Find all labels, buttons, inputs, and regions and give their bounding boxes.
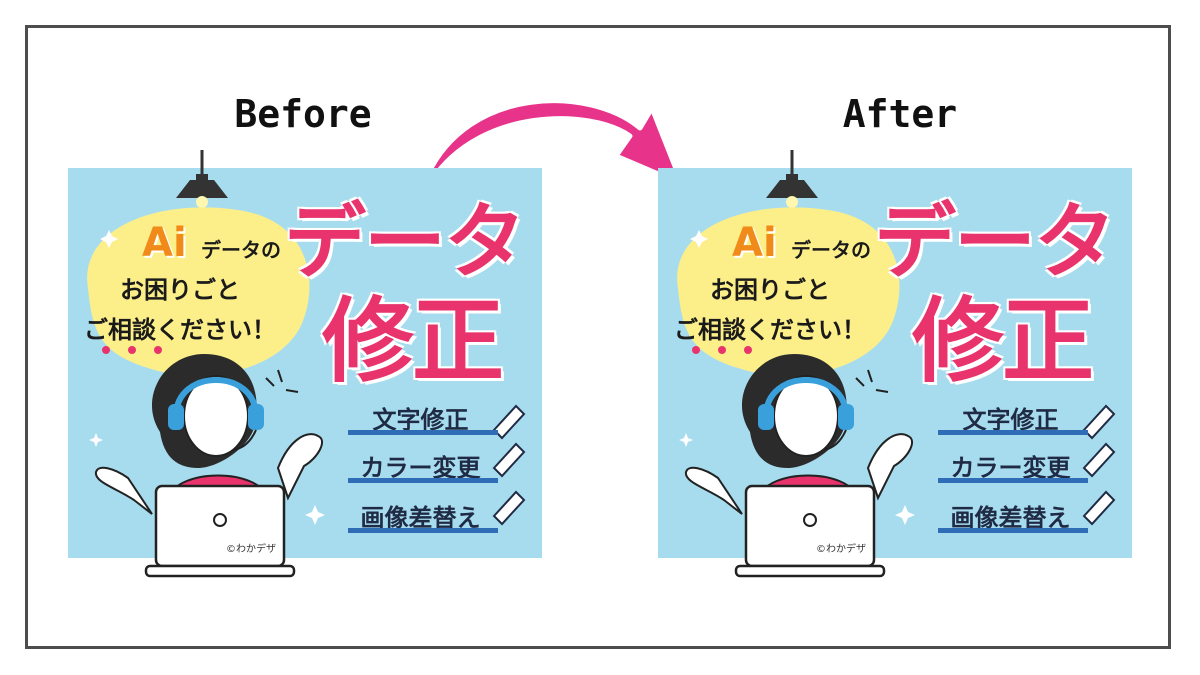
before-heading: Before xyxy=(234,92,372,136)
bubble-line-1: お困りごと xyxy=(120,276,240,304)
credit-text: ©わかデザ xyxy=(226,544,276,555)
credit-text: ©わかデザ xyxy=(816,544,866,555)
title-line-2: 修正 xyxy=(321,288,504,395)
menu-underline xyxy=(348,430,498,435)
menu-image-replace: 画像差替え xyxy=(360,504,481,532)
pen-icon xyxy=(492,404,526,526)
menu-text-edit: 文字修正 xyxy=(962,406,1059,434)
bubble-line-2: ご相談ください！ xyxy=(674,316,866,344)
panel-illustration xyxy=(677,150,1116,578)
menu-underline xyxy=(938,430,1088,435)
after-panel: Ai データの お困りごと ご相談ください！ データ 修正 文字修正 カラー変更… xyxy=(658,150,1132,578)
ai-label: Ai xyxy=(142,220,187,266)
pendant-lamp-icon xyxy=(766,150,818,208)
sparkle-icon xyxy=(679,230,915,525)
before-panel: Ai データの お困りごと ご相談ください！ データ 修正 文字修正 カラー変更… xyxy=(68,150,542,578)
menu-color-change: カラー変更 xyxy=(950,454,1071,482)
laptop-icon xyxy=(144,484,296,578)
title-line-1: データ xyxy=(283,195,526,290)
ai-suffix: データの xyxy=(791,238,871,262)
title-line-2: 修正 xyxy=(911,288,1094,395)
menu-underline xyxy=(348,528,498,533)
pendant-lamp-icon xyxy=(176,150,228,208)
menu-underline xyxy=(938,528,1088,533)
bubble-line-2: ご相談ください！ xyxy=(84,316,276,344)
ai-suffix: データの xyxy=(201,238,281,262)
menu-image-replace: 画像差替え xyxy=(950,504,1071,532)
menu-underline xyxy=(348,478,498,483)
panel-illustration xyxy=(87,150,526,578)
pen-icon xyxy=(1082,404,1116,526)
title-line-1: データ xyxy=(873,195,1116,290)
after-heading: After xyxy=(842,92,958,136)
menu-text-edit: 文字修正 xyxy=(372,406,469,434)
bubble-line-1: お困りごと xyxy=(710,276,830,304)
menu-color-change: カラー変更 xyxy=(360,454,481,482)
sparkle-icon xyxy=(89,230,325,525)
menu-underline xyxy=(938,478,1088,483)
ai-label: Ai xyxy=(732,220,777,266)
laptop-icon xyxy=(734,484,886,578)
arrow-icon xyxy=(425,98,685,187)
